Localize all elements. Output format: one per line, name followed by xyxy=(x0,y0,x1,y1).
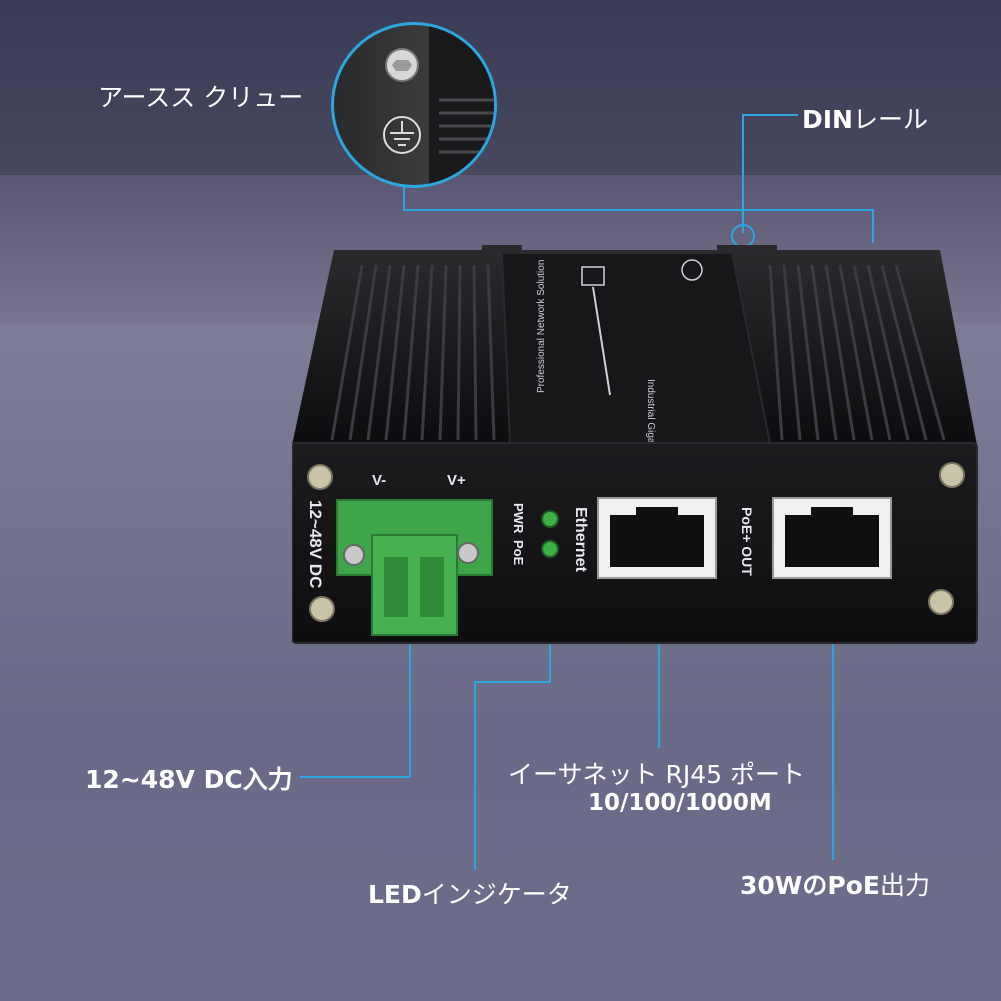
din-rail-callout-bold: DIN xyxy=(802,105,853,134)
poe-callout-bold: 30WのPoE xyxy=(740,871,880,900)
v-minus-label: V- xyxy=(372,472,386,489)
dc-range-label: 12~48V DC xyxy=(306,500,325,588)
ethernet-speed-callout: 10/100/1000M xyxy=(588,790,772,816)
terminal-block[interactable] xyxy=(336,499,493,636)
poe-led-icon xyxy=(541,540,559,558)
led-callout-rest: インジケータ xyxy=(421,880,572,909)
led-indicator-callout: LEDインジケータ xyxy=(368,875,572,911)
top-label-2: Professional Network Solution xyxy=(536,260,547,393)
ethernet-glyph-icon xyxy=(581,266,605,286)
ethernet-port-callout: イーサネット RJ45 ポート xyxy=(508,760,805,789)
poe-output-callout: 30WのPoE出力 xyxy=(740,866,930,902)
ground-symbol-icon xyxy=(383,116,421,154)
v-plus-label: V+ xyxy=(447,472,466,489)
din-rail-callout-rest: レール xyxy=(852,105,928,134)
background-wall xyxy=(0,0,1001,175)
ethernet-label: Ethernet xyxy=(572,507,589,573)
pwr-led-icon xyxy=(541,510,559,528)
din-rail-callout: DINレール xyxy=(802,100,928,136)
led-callout-bold: LED xyxy=(368,880,422,909)
ethernet-rj45-port[interactable] xyxy=(597,497,717,579)
brand-logo-icon xyxy=(681,259,703,281)
poe-out-label: PoE+ OUT xyxy=(739,507,755,576)
poe-injector-device: Professional Network Solution Industrial… xyxy=(292,245,978,644)
face-screws xyxy=(307,462,965,622)
ground-screw-callout: アースス クリュー xyxy=(98,83,304,112)
ground-screw-inset xyxy=(331,22,497,188)
dc-input-callout: 12~48V DC入力 xyxy=(85,765,293,794)
pwr-label: PWR xyxy=(511,503,526,534)
poe-label: PoE xyxy=(511,540,526,566)
poe-out-rj45-port[interactable] xyxy=(772,497,892,579)
poe-callout-rest: 出力 xyxy=(879,871,930,900)
